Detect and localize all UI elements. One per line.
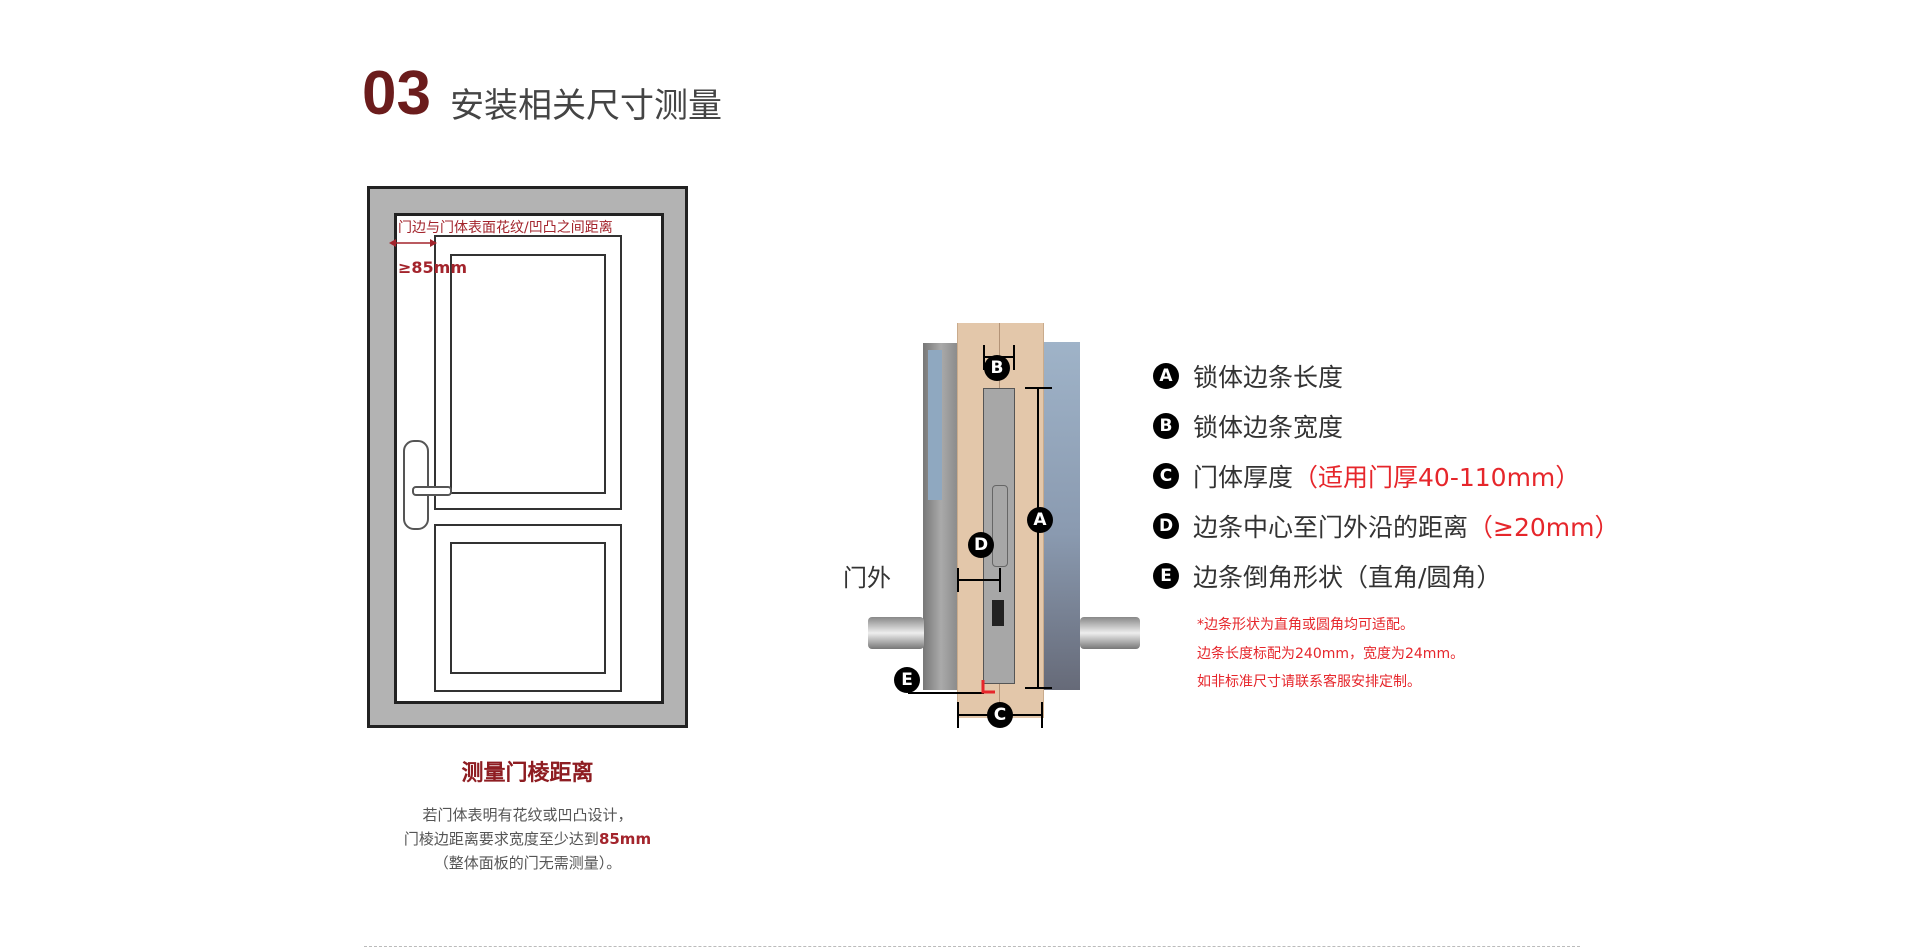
outer-lock-panel	[928, 350, 942, 500]
latch	[992, 600, 1004, 626]
marker-a: A	[1027, 507, 1053, 533]
door-handle	[403, 440, 429, 530]
marker-d: D	[968, 532, 994, 558]
distance-arrow-icon	[389, 239, 437, 247]
marker-c: C	[987, 702, 1013, 728]
note-2: 边条长度标配为240mm，宽度为24mm。	[1197, 646, 1465, 662]
lower-inner-panel	[450, 542, 606, 674]
note-3: 如非标准尺寸请联系客服安排定制。	[1197, 674, 1421, 690]
caption-line-2: 门棱边距离要求宽度至少达到85mm	[403, 830, 652, 848]
marker-b: B	[984, 355, 1010, 381]
faceplate-bolts	[992, 485, 1008, 567]
divider	[364, 946, 1580, 947]
outer-handle	[868, 617, 924, 649]
upper-inner-panel	[450, 254, 606, 494]
outside-label: 门外	[843, 564, 891, 592]
section-number: 03	[362, 59, 431, 128]
marker-e: E	[894, 667, 920, 693]
min-width-label: ≥85mm	[398, 258, 468, 277]
section-title: 安装相关尺寸测量	[450, 86, 722, 126]
inner-handle	[1080, 617, 1140, 649]
caption-title: 测量门棱距离	[461, 761, 594, 786]
door-edge-label: 门边与门体表面花纹/凹凸之间距离	[398, 220, 613, 236]
caption-line-1: 若门体表明有花纹或凹凸设计，	[422, 806, 633, 824]
handle-lever	[412, 486, 452, 496]
note-1: *边条形状为直角或圆角均可适配。	[1197, 617, 1414, 633]
caption-line-3: （整体面板的门无需测量）。	[433, 854, 622, 872]
